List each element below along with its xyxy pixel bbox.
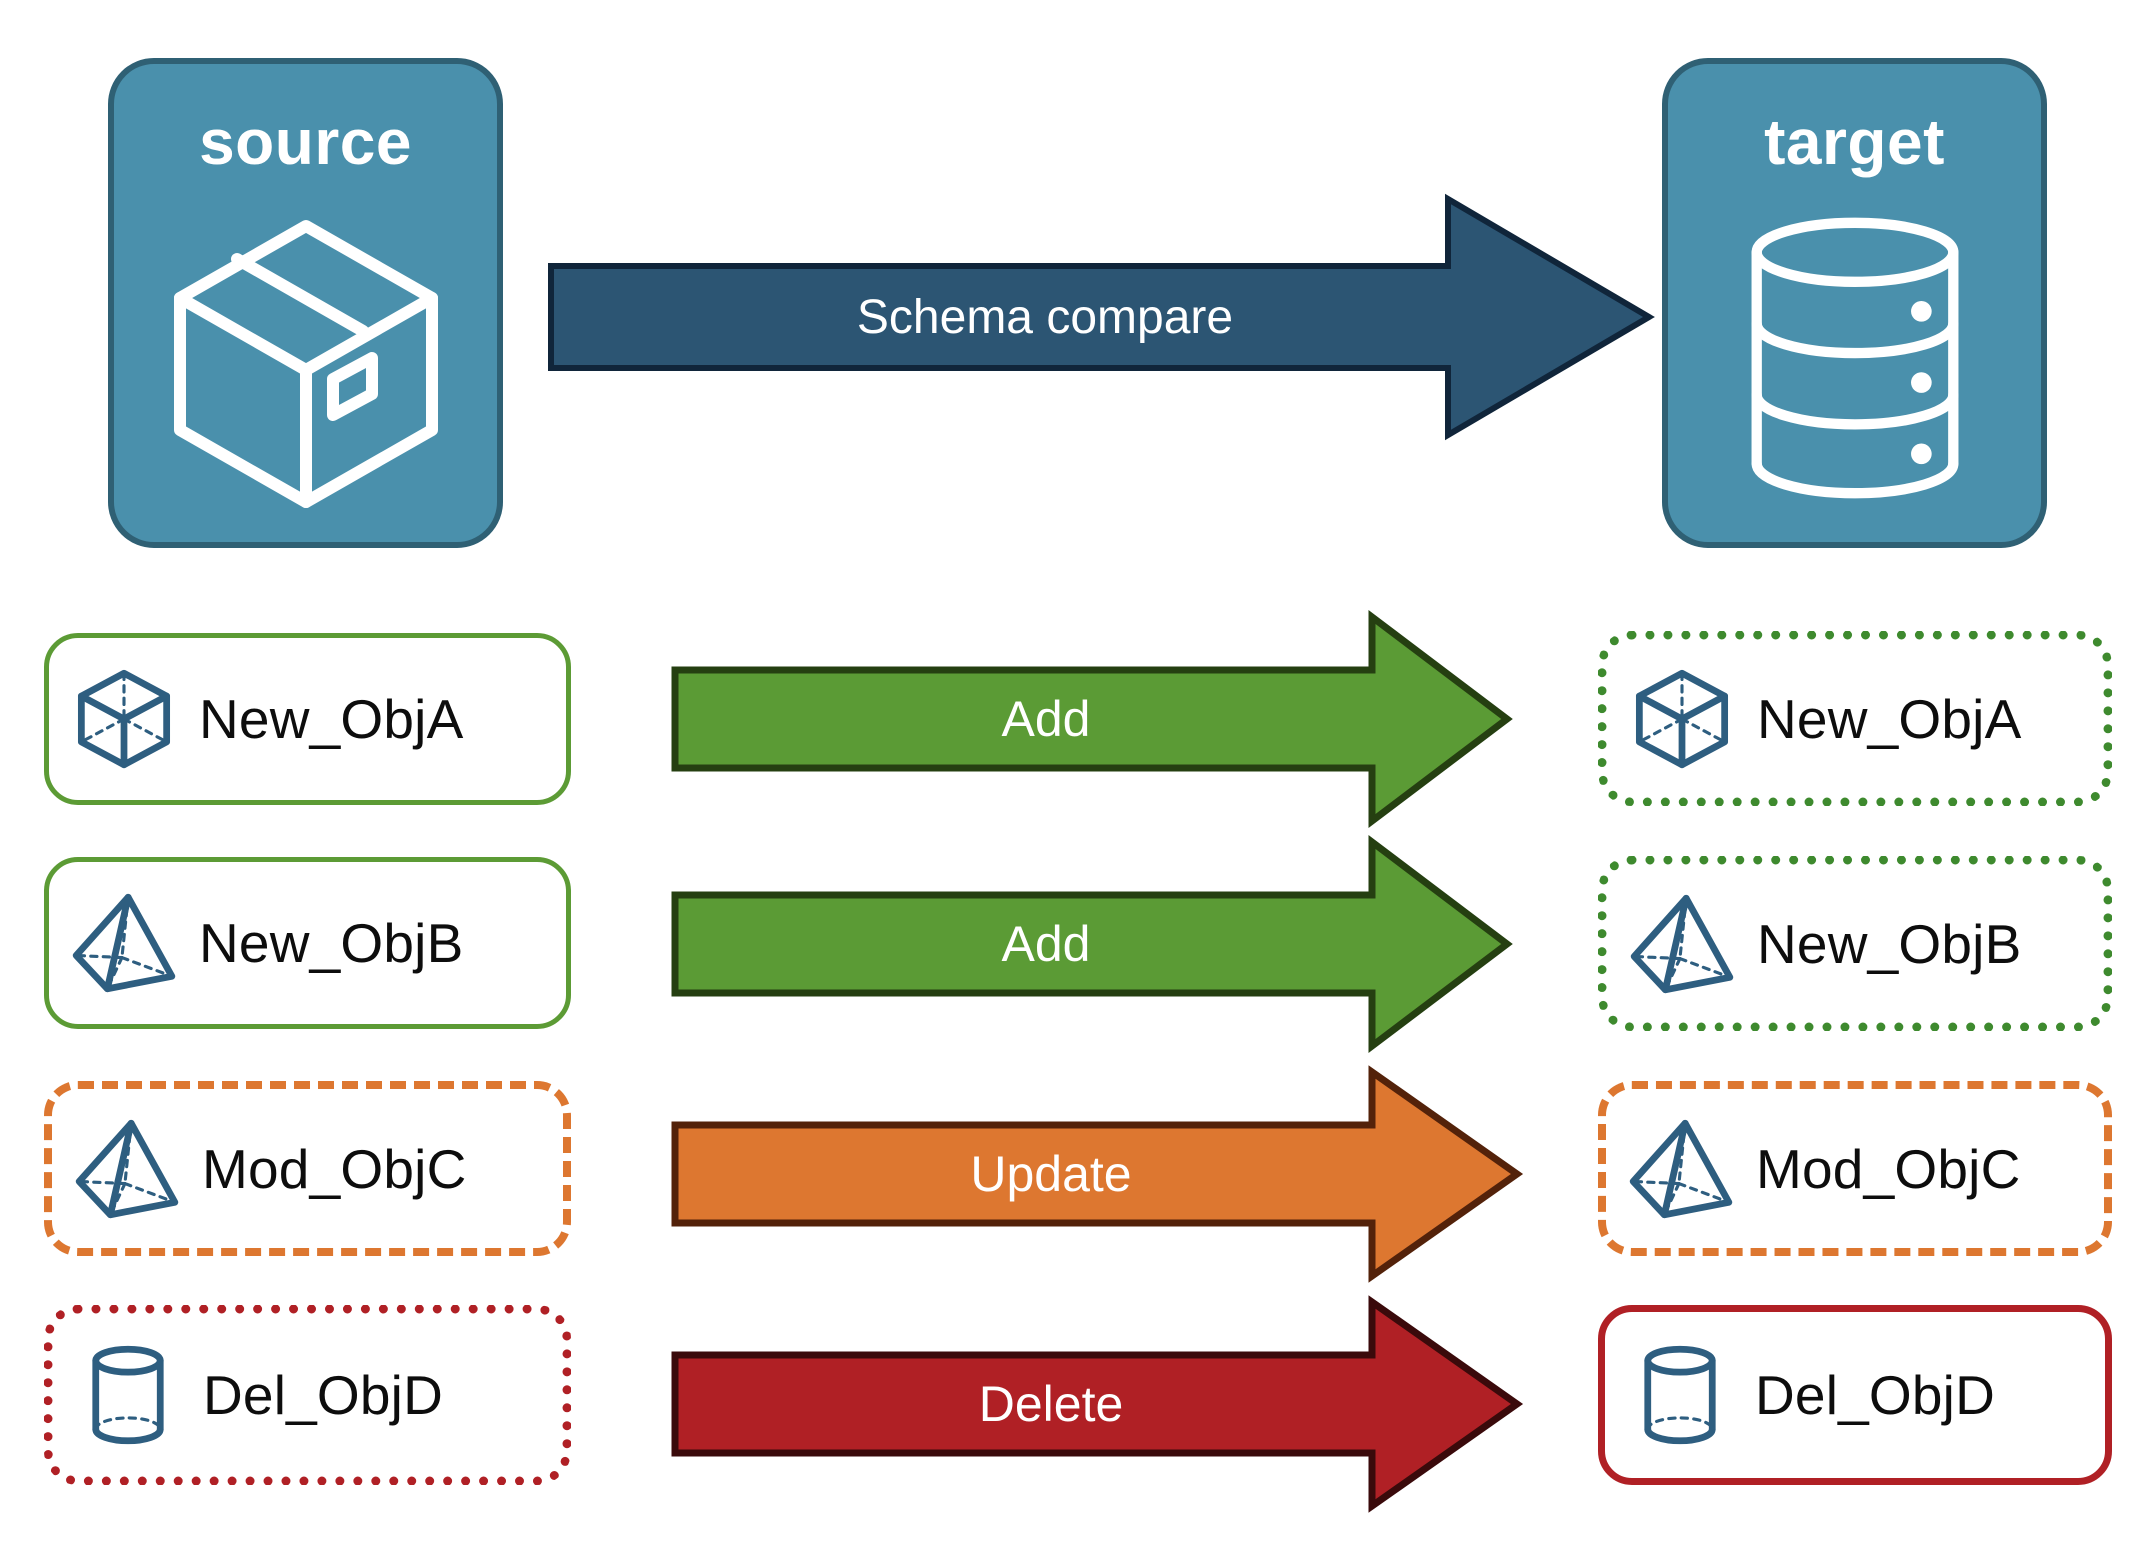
schema-compare-arrow[interactable]: Schema compare <box>548 193 1655 441</box>
target-object-card-0[interactable]: New_ObjA <box>1598 631 2112 806</box>
source-object-card-2[interactable]: Mod_ObjC <box>44 1081 571 1256</box>
source-title: source <box>199 106 412 178</box>
database-cylinder-icon <box>1668 174 2041 542</box>
wireframe-cylinder-icon <box>1605 1312 1755 1478</box>
target-object-label-0: New_ObjA <box>1757 687 2022 750</box>
package-box-icon <box>114 174 497 542</box>
source-object-label-1: New_ObjB <box>199 912 464 974</box>
target-title: target <box>1764 106 1945 178</box>
target-endpoint-card[interactable]: target <box>1662 58 2047 548</box>
target-object-card-1[interactable]: New_ObjB <box>1598 856 2112 1031</box>
source-object-label-3: Del_ObjD <box>203 1364 444 1426</box>
target-object-label-1: New_ObjB <box>1757 912 2022 975</box>
action-arrow-1[interactable]: Add <box>671 834 1513 1054</box>
target-object-card-3[interactable]: Del_ObjD <box>1598 1305 2112 1485</box>
action-arrow-3[interactable]: Delete <box>671 1295 1524 1513</box>
source-object-card-0[interactable]: New_ObjA <box>44 633 571 805</box>
wireframe-pyramid-icon <box>49 862 199 1024</box>
source-object-label-2: Mod_ObjC <box>202 1137 467 1200</box>
wireframe-pyramid-icon <box>1606 1089 1756 1248</box>
wireframe-pyramid-icon <box>52 1089 202 1248</box>
target-object-card-2[interactable]: Mod_ObjC <box>1598 1081 2112 1256</box>
target-object-label-3: Del_ObjD <box>1755 1364 1996 1426</box>
wireframe-pyramid-icon <box>1607 865 1757 1022</box>
wireframe-cube-icon <box>49 638 199 800</box>
action-arrow-2[interactable]: Update <box>671 1065 1524 1283</box>
source-object-label-0: New_ObjA <box>199 688 464 750</box>
source-object-card-1[interactable]: New_ObjB <box>44 857 571 1029</box>
action-arrow-0[interactable]: Add <box>671 609 1513 829</box>
source-object-card-3[interactable]: Del_ObjD <box>44 1305 571 1485</box>
target-object-label-2: Mod_ObjC <box>1756 1137 2021 1200</box>
wireframe-cube-icon <box>1607 640 1757 797</box>
wireframe-cylinder-icon <box>53 1314 203 1476</box>
source-endpoint-card[interactable]: source <box>108 58 503 548</box>
